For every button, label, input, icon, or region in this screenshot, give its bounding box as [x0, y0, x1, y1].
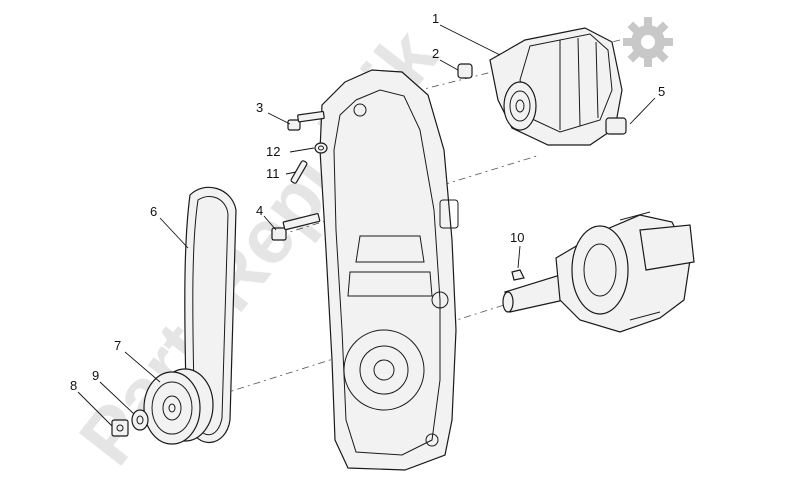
callout-12: 12 — [266, 144, 280, 159]
callout-1: 1 — [432, 11, 439, 26]
callout-6: 6 — [150, 204, 157, 219]
washer-9 — [131, 409, 149, 431]
crankshaft — [502, 211, 695, 333]
callout-10: 10 — [510, 230, 524, 245]
pin-11 — [290, 160, 308, 184]
woodruff-key — [511, 269, 525, 281]
washer-12 — [314, 142, 328, 154]
callout-2: 2 — [432, 46, 439, 61]
bolt-4 — [271, 213, 321, 241]
callout-labels: 1 2 3 4 5 6 7 8 9 10 11 12 — [70, 11, 665, 393]
crankshaft-pulley — [143, 368, 214, 445]
callout-9: 9 — [92, 368, 99, 383]
nut-8 — [111, 419, 129, 437]
callout-7: 7 — [114, 338, 121, 353]
gear-icon — [623, 17, 673, 67]
callout-5: 5 — [658, 84, 665, 99]
callout-11: 11 — [266, 166, 280, 181]
bolt-3 — [287, 110, 325, 131]
callout-8: 8 — [70, 378, 77, 393]
leader-lines — [77, 24, 656, 427]
callout-4: 4 — [256, 203, 263, 218]
timing-cover — [319, 69, 459, 471]
spacer-bushing — [457, 63, 473, 79]
callout-3: 3 — [256, 100, 263, 115]
alternator — [489, 27, 627, 146]
